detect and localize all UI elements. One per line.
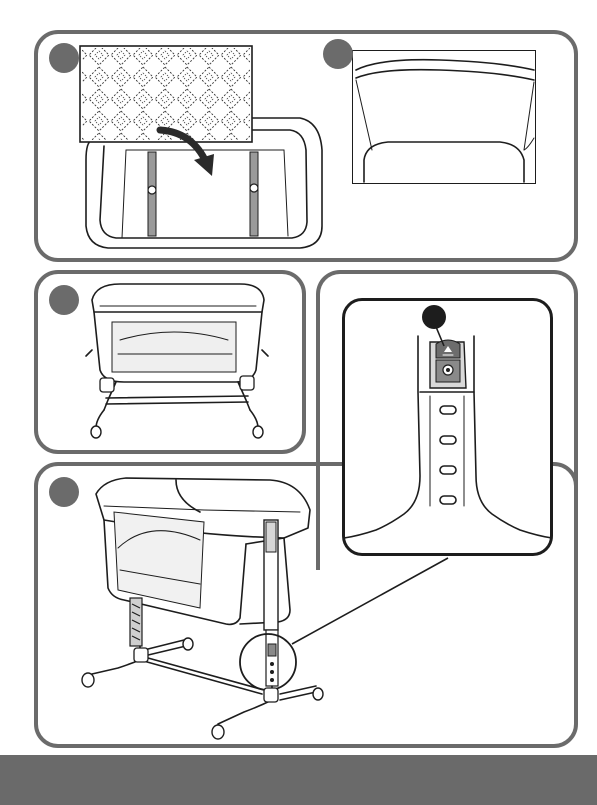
footer-bar — [0, 755, 597, 805]
step-marker-dot — [323, 39, 353, 69]
